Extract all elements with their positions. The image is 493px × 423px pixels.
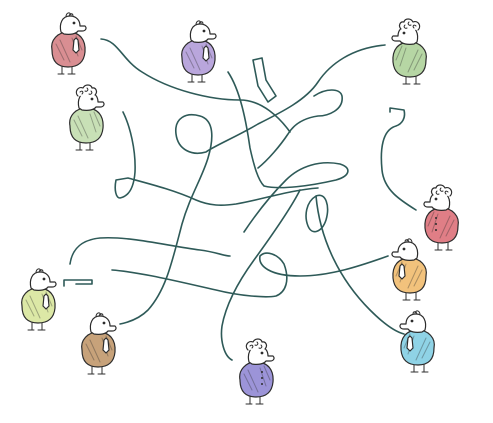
tangle-line-1[interactable] — [100, 38, 291, 133]
tangle-line-5[interactable] — [114, 111, 319, 206]
tangle-line-7[interactable] — [380, 107, 417, 211]
character-indigo-curly[interactable] — [239, 338, 275, 405]
tangle-line-11[interactable] — [220, 189, 301, 361]
characters — [21, 12, 459, 405]
character-red-curly[interactable] — [424, 184, 458, 250]
tangle-line-2[interactable] — [252, 57, 277, 103]
character-blue-tie[interactable] — [400, 311, 434, 372]
tangle-line-3[interactable] — [119, 44, 386, 325]
character-pink-tie[interactable] — [51, 12, 87, 75]
character-green-curly[interactable] — [392, 18, 426, 84]
character-yellowgreen-tie[interactable] — [21, 268, 57, 331]
tangle-line-6[interactable] — [257, 89, 343, 169]
character-purple-tie[interactable] — [181, 20, 217, 83]
character-green-curly-2[interactable] — [69, 84, 105, 151]
tangle-line-8[interactable] — [69, 236, 231, 265]
tangled-lines — [63, 38, 417, 361]
tangle-line-12[interactable] — [305, 194, 405, 335]
tangle-line-10[interactable] — [63, 279, 93, 287]
tangle-line-4[interactable] — [227, 71, 349, 233]
character-brown-tie[interactable] — [81, 312, 117, 375]
character-orange-tie[interactable] — [392, 239, 426, 300]
tangle-line-9[interactable] — [111, 252, 389, 298]
